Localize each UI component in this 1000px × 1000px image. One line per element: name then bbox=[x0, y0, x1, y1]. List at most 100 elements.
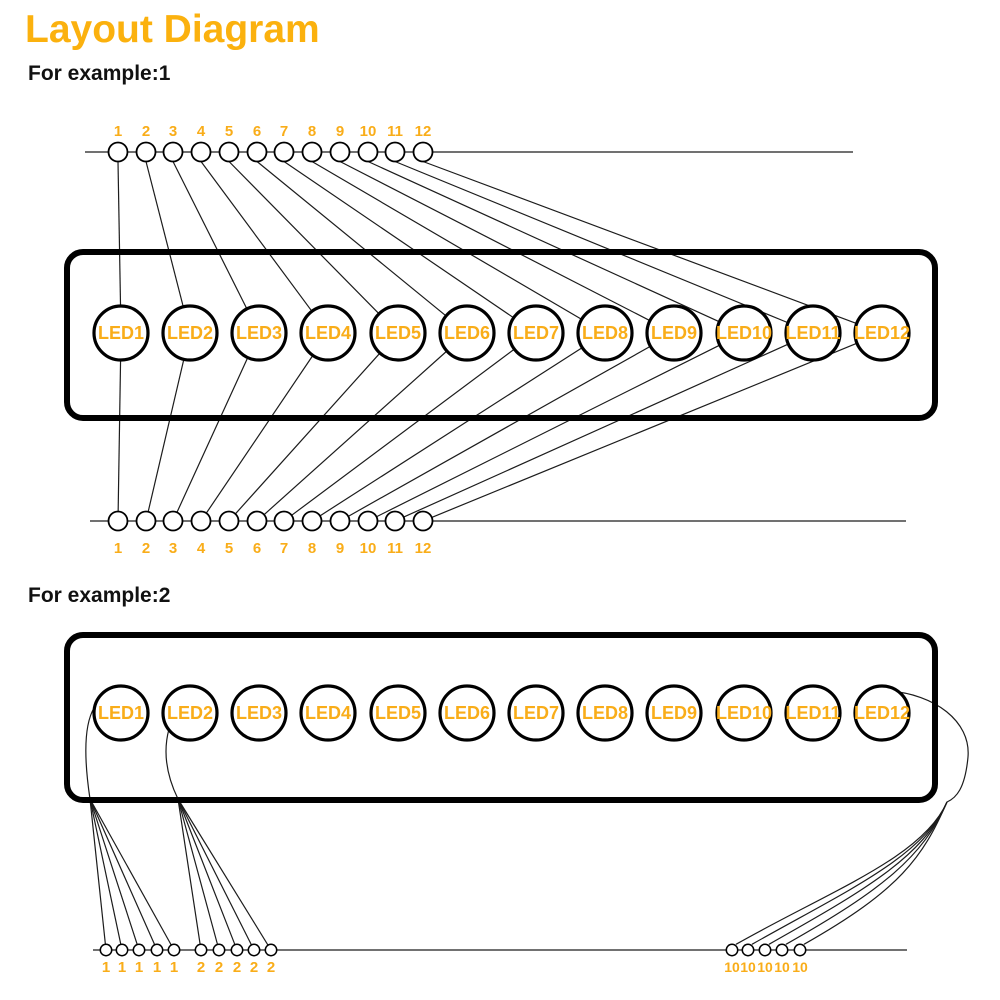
wire-fan-led2-branch-1 bbox=[177, 798, 201, 945]
wire-led9-to-bottom-pin9 bbox=[347, 345, 651, 517]
example2-led-circle-7 bbox=[507, 684, 565, 742]
example2-led-label-5: LED5 bbox=[375, 703, 421, 723]
example1-led-label-5: LED5 bbox=[375, 323, 421, 343]
example2-group3-pin-number-5: 10 bbox=[792, 959, 808, 975]
example1-top-pin-circle-1 bbox=[107, 141, 129, 163]
example1-top-pin-number-8: 8 bbox=[308, 123, 316, 140]
example1-top-pin-circle-6 bbox=[246, 141, 268, 163]
example2-group1-pin-circle-4 bbox=[150, 943, 164, 957]
wire-feed-from-led12 bbox=[888, 690, 969, 803]
example1-led-label-1: LED1 bbox=[98, 323, 144, 343]
wire-led10-to-bottom-pin10 bbox=[376, 344, 721, 518]
example2-led-label-11: LED11 bbox=[785, 703, 840, 723]
example1-top-pin-number-9: 9 bbox=[336, 123, 344, 140]
example2-group3-pin-number-2: 10 bbox=[740, 959, 756, 975]
wire-fan-led1-branch-1 bbox=[89, 798, 106, 945]
wire-fan-led2-branch-5 bbox=[177, 798, 269, 946]
example1-top-pin-number-6: 6 bbox=[253, 123, 261, 140]
example1-top-pin-number-7: 7 bbox=[280, 123, 288, 140]
example2-group1-pin-circle-3 bbox=[132, 943, 146, 957]
example2-led-circle-11 bbox=[784, 684, 842, 742]
example2-led-circle-5 bbox=[369, 684, 427, 742]
wire-led8-to-bottom-pin8 bbox=[319, 347, 583, 517]
example2-led-circle-4 bbox=[299, 684, 357, 742]
example1-led-label-6: LED6 bbox=[444, 323, 490, 343]
example2-led-label-8: LED8 bbox=[582, 703, 628, 723]
example1-bottom-pin-number-7: 7 bbox=[280, 540, 288, 557]
example2-group3-pin-circle-4 bbox=[775, 943, 789, 957]
example1-led-circle-9 bbox=[645, 304, 703, 362]
example2-group2-pin-circle-5 bbox=[264, 943, 278, 957]
example2-led-label-12: LED12 bbox=[854, 703, 910, 723]
example2-group2-pin-number-5: 2 bbox=[267, 959, 275, 976]
example1-bottom-pin-number-10: 10 bbox=[360, 540, 377, 557]
example1-top-pin-circle-2 bbox=[135, 141, 157, 163]
example1-led-circle-6 bbox=[438, 304, 496, 362]
example1-led-label-8: LED8 bbox=[582, 323, 628, 343]
example1-top-pin-number-2: 2 bbox=[142, 123, 150, 140]
example2-group3-pin-number-3: 10 bbox=[757, 959, 773, 975]
example2-led-label-6: LED6 bbox=[444, 703, 490, 723]
example1-bottom-pin-number-8: 8 bbox=[308, 540, 316, 557]
wire-top-pin2-to-led2 bbox=[145, 161, 184, 307]
example2-group1-pin-number-5: 1 bbox=[170, 959, 178, 976]
example1-led-circle-3 bbox=[230, 304, 288, 362]
example2-group1-pin-number-3: 1 bbox=[135, 959, 143, 976]
example1-top-pin-circle-3 bbox=[162, 141, 184, 163]
wire-fan-led12-branch-4 bbox=[785, 801, 948, 945]
example2-group1-pin-circle-1 bbox=[99, 943, 113, 957]
example1-led-circle-8 bbox=[576, 304, 634, 362]
example1-bottom-pin-number-3: 3 bbox=[169, 540, 177, 557]
example1-led-circle-12 bbox=[853, 304, 911, 362]
example2-led-circle-10 bbox=[715, 684, 773, 742]
wire-fan-led1-branch-2 bbox=[89, 798, 122, 945]
example1-bottom-pin-circle-4 bbox=[190, 510, 212, 532]
example1-top-pin-number-11: 11 bbox=[387, 123, 403, 140]
example1-led-label-7: LED7 bbox=[513, 323, 559, 343]
wire-led2-to-bottom-pin2 bbox=[147, 359, 185, 512]
wire-led5-to-bottom-pin5 bbox=[234, 352, 381, 515]
example1-led-circle-4 bbox=[299, 304, 357, 362]
example2-group2-pin-number-4: 2 bbox=[250, 959, 258, 976]
example1-top-pin-number-12: 12 bbox=[415, 123, 432, 140]
wire-feed-from-led2 bbox=[165, 728, 179, 800]
example2-led-label-2: LED2 bbox=[167, 703, 213, 723]
example1-led-label-12: LED12 bbox=[854, 323, 910, 343]
example1-top-pin-number-3: 3 bbox=[169, 123, 177, 140]
example2-group1-pin-number-1: 1 bbox=[102, 959, 110, 976]
example2-group3-pin-circle-5 bbox=[793, 943, 807, 957]
example2-group1-pin-circle-2 bbox=[115, 943, 129, 957]
example1-top-pin-circle-5 bbox=[218, 141, 240, 163]
wire-top-pin10-to-led10 bbox=[367, 160, 720, 323]
example2-group2-pin-number-3: 2 bbox=[233, 959, 241, 976]
example2-group2-pin-circle-2 bbox=[212, 943, 226, 957]
example2-group3-pin-circle-2 bbox=[741, 943, 755, 957]
example1-led-circle-11 bbox=[784, 304, 842, 362]
example1-top-pin-circle-8 bbox=[301, 141, 323, 163]
wire-top-pin1-to-led1 bbox=[117, 161, 122, 307]
example2-label: For example:2 bbox=[28, 584, 171, 607]
example1-bottom-pin-number-6: 6 bbox=[253, 540, 261, 557]
example2-led-label-3: LED3 bbox=[236, 703, 282, 723]
example2-group2-pin-circle-4 bbox=[247, 943, 261, 957]
wire-fan-led1-branch-5 bbox=[89, 798, 172, 946]
example2-group3-pin-circle-1 bbox=[725, 943, 739, 957]
example1-bottom-pin-circle-2 bbox=[135, 510, 157, 532]
wire-top-pin9-to-led9 bbox=[339, 160, 651, 322]
wire-top-pin8-to-led8 bbox=[311, 160, 583, 320]
example2-group2-pin-number-2: 2 bbox=[215, 959, 223, 976]
page-title: Layout Diagram bbox=[25, 8, 320, 51]
wire-led4-to-bottom-pin4 bbox=[205, 355, 314, 514]
example1-top-pin-circle-10 bbox=[357, 141, 379, 163]
example2-led-circle-12 bbox=[853, 684, 911, 742]
example1-top-pin-circle-9 bbox=[329, 141, 351, 163]
example2-module-box bbox=[64, 632, 938, 803]
example2-led-circle-1 bbox=[92, 684, 150, 742]
wire-top-pin12-to-led12 bbox=[422, 160, 857, 325]
example1-bottom-pin-number-12: 12 bbox=[415, 540, 432, 557]
wire-top-pin6-to-led6 bbox=[256, 161, 447, 317]
example1-bottom-pin-circle-3 bbox=[162, 510, 184, 532]
wire-led11-to-bottom-pin11 bbox=[403, 343, 789, 518]
example1-module-box bbox=[64, 249, 938, 421]
